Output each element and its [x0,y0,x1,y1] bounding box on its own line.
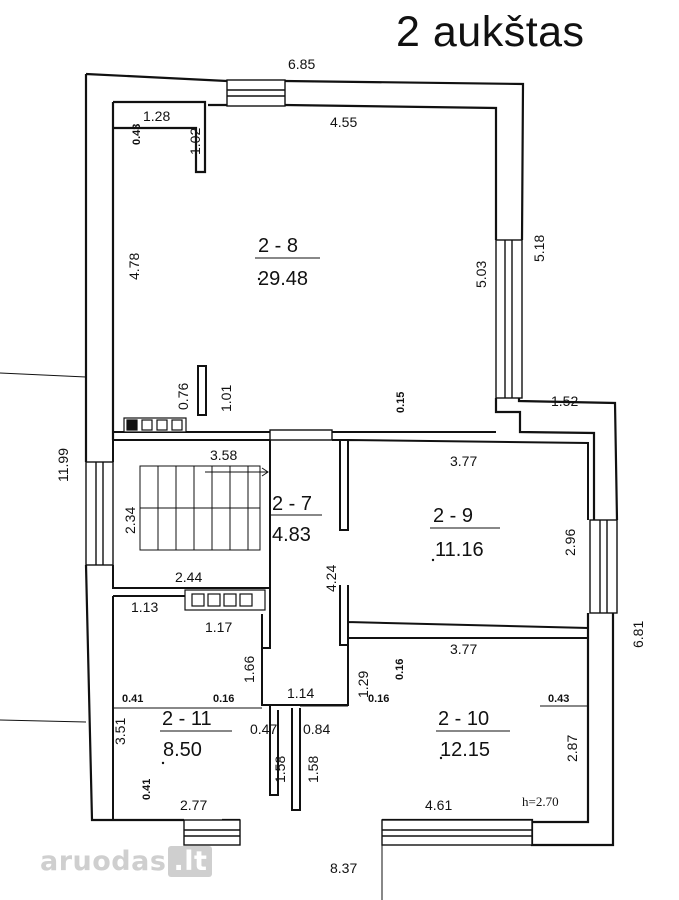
dim-partition-end: 1.01 [218,385,234,412]
dim-ceiling-height: h=2.70 [522,794,559,809]
staircase [139,465,269,551]
dim-room8-right-inner: 5.03 [473,261,489,288]
room-area: 12.15 [440,739,490,761]
dim-room11-top-right: 1.17 [205,619,232,635]
dim-stair-height: 2.34 [122,507,138,534]
dim-top-width: 6.85 [288,56,315,72]
room-area: 11.16 [435,539,484,561]
dim-room10-right-wall: 0.43 [548,693,569,705]
watermark: aruodas.lt [40,846,213,877]
center-dots [161,277,443,765]
dim-room8-left: 4.78 [126,253,142,280]
dim-landing-width: 2.44 [175,569,202,585]
dimension-labels: 6.85 4.55 1.28 8.37 1.52 3.77 3.58 2.44 … [55,56,646,876]
room-labels: 2 - 8 29.48 2 - 7 4.83 2 - 9 11.16 2 - 1… [160,235,510,761]
dim-room10-bottom: 4.61 [425,797,452,813]
dim-closet-width: 1.14 [287,685,314,701]
watermark-text: aruodas [40,846,167,877]
dim-room11-left-wall: 0.41 [122,693,143,705]
dim-hall-height: 4.24 [323,565,339,592]
vents [123,417,266,611]
inner-wall [111,100,596,824]
floor-title: 2 aukštas [396,8,585,56]
dim-room10-height: 2.87 [564,735,580,762]
dim-closet-right-height: 1.58 [305,756,321,783]
interior-walls [92,365,589,821]
dim-total-height: 11.99 [55,448,71,482]
dim-room11-partition: 1.66 [241,656,257,683]
dim-room10-wall: 0.16 [394,659,406,680]
dim-room11-left: 3.51 [112,718,128,745]
dim-nook-depth: 1.02 [187,128,203,155]
dim-lower-left-wall: 0.76 [175,383,191,410]
dim-bottom-total: 8.37 [330,860,357,876]
dimension-lines [0,372,588,900]
dim-room8-width: 4.55 [330,114,357,130]
dim-room11-inner-wall: 0.47 [250,721,277,737]
dim-room10-top: 3.77 [450,641,477,657]
room-area: 29.48 [258,268,308,290]
dim-nook-wall: 0.43 [131,124,143,145]
room-id: 2 - 9 [433,505,473,527]
dim-closet-wall: 1.29 [355,671,371,698]
dim-closet-right: 0.84 [303,721,330,737]
room-id: 2 - 7 [272,493,312,515]
room-id: 2 - 10 [438,708,489,730]
dim-wall-thickness: 0.15 [395,392,407,413]
dim-ledge-width: 1.52 [551,393,578,409]
dim-room9-width: 3.77 [450,453,477,469]
dim-room11-bottom: 2.77 [180,797,207,813]
room-area: 8.50 [163,739,202,761]
dim-room11-bottom-wall: 0.41 [141,779,153,800]
watermark-suffix: .lt [168,846,213,877]
dim-room8-right-outer: 5.18 [531,235,547,262]
dim-right-height: 6.81 [630,621,646,648]
dim-stair-run: 3.58 [210,447,237,463]
room-id: 2 - 8 [258,235,298,257]
dim-room11-mid-wall: 0.16 [213,693,234,705]
dim-closet-wall2: 0.16 [368,693,389,705]
dim-room9-height: 2.96 [562,529,578,556]
windows [85,79,618,846]
room-id: 2 - 11 [162,708,212,730]
dim-nook-width: 1.28 [143,108,170,124]
dim-room11-top-left: 1.13 [131,599,158,615]
room-area: 4.83 [272,524,311,546]
dim-closet-left-height: 1.58 [272,756,288,783]
